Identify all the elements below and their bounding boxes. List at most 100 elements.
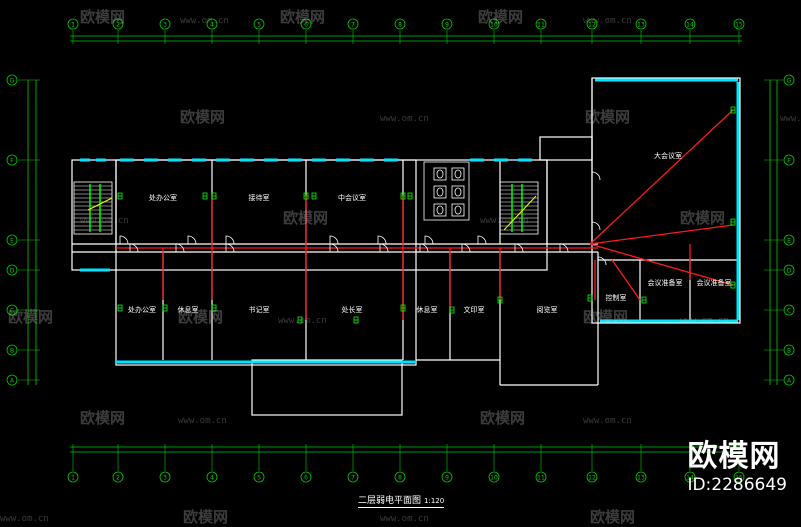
door-swing [424, 235, 434, 245]
data-outlet [353, 316, 359, 324]
room-office-1: 处办公室 [149, 193, 177, 202]
data-outlet [641, 296, 647, 304]
axis-bubble-bottom: 13 [635, 471, 647, 483]
axis-label: 8 [398, 475, 402, 482]
brand-badge: 欧模网 ID:2286649 [687, 440, 787, 496]
data-outlet [162, 304, 168, 312]
axis-label: 13 [637, 22, 645, 29]
door-swing [129, 243, 139, 253]
axis-label: 5 [257, 475, 261, 482]
doors [119, 171, 607, 266]
axis-bubble-side: A [6, 374, 18, 386]
data-outlet [730, 281, 736, 289]
axis-label: 14 [686, 22, 694, 29]
axis-label: A [10, 377, 15, 384]
axis-label: B [787, 347, 791, 354]
stair-arrows [87, 184, 537, 232]
door-swing [187, 235, 197, 245]
axis-label: 11 [537, 22, 545, 29]
plan-title-text: 二层弱电平面图 [358, 496, 422, 506]
door-swing [175, 243, 185, 253]
toilet-bowl [436, 187, 444, 197]
room-middle-meeting: 中会议室 [338, 193, 366, 202]
axis-bubble-side: A [783, 374, 795, 386]
axis-bubble-top: 1 [67, 18, 79, 30]
stair-treads [74, 185, 538, 231]
axis-bubble-bottom: 9 [441, 471, 453, 483]
door-swing [597, 256, 607, 266]
room-secretary: 书记室 [249, 305, 270, 314]
axis-label: 12 [588, 22, 596, 29]
axis-bubble-top: 11 [535, 18, 547, 30]
door-swing [329, 235, 339, 245]
axis-label: 3 [163, 475, 167, 482]
axis-bubble-bottom: 2 [112, 471, 124, 483]
axis-label: A [787, 377, 792, 384]
toilet-stall [451, 203, 465, 217]
axis-bubble-top: 13 [635, 18, 647, 30]
axis-bubble-top: 14 [684, 18, 696, 30]
axis-label: F [787, 157, 791, 164]
axis-label: 7 [351, 475, 355, 482]
axis-label: 15 [735, 22, 743, 29]
data-outlet [303, 192, 309, 200]
room-meeting-1: 会议准备室 [648, 278, 683, 287]
axis-bubble-bottom: 3 [159, 471, 171, 483]
axis-bubble-top: 8 [394, 18, 406, 30]
axis-bubble-side: G [6, 74, 18, 86]
axis-label: C [10, 307, 14, 314]
axis-bubble-side: E [6, 234, 18, 246]
toilet-stall [451, 167, 465, 181]
room-archive: 文印室 [464, 305, 485, 314]
axis-label: E [787, 237, 791, 244]
door-swing [591, 221, 601, 231]
plan-scale: 1:120 [424, 497, 445, 505]
axis-bubble-bottom: 7 [347, 471, 359, 483]
axis-label: 1 [71, 475, 75, 482]
axis-label: 3 [163, 22, 167, 29]
toilet-bowl [454, 187, 462, 197]
axis-label: 2 [116, 475, 120, 482]
room-labels: 大会议室 处办公室 接待室 中会议室 处办公室 休息室 书记室 处长室 休息室 … [128, 151, 732, 314]
brand-name: 欧模网 [687, 439, 781, 474]
building-walls [71, 77, 741, 416]
data-outlet [211, 192, 217, 200]
axis-label: 4 [210, 475, 214, 482]
axis-bubble-bottom: 14 [684, 471, 696, 483]
axis-label: 11 [537, 475, 545, 482]
data-outlet [117, 192, 123, 200]
axis-label: 7 [351, 22, 355, 29]
toilet-bowl [454, 205, 462, 215]
room-meeting-2: 会议准备室 [697, 278, 732, 287]
toilet-stall [433, 203, 447, 217]
room-rest-1: 休息室 [178, 305, 199, 314]
data-outlet [211, 304, 217, 312]
axis-bubble-top: 3 [159, 18, 171, 30]
axis-bubble-top: 7 [347, 18, 359, 30]
room-director: 处长室 [342, 305, 363, 314]
door-swing [419, 243, 429, 253]
toilet-block [423, 161, 470, 221]
axis-label: G [787, 77, 792, 84]
axis-bubble-top: 12 [586, 18, 598, 30]
room-office-2: 处办公室 [128, 305, 156, 314]
axis-bubble-top: 4 [206, 18, 218, 30]
door-swing [379, 243, 389, 253]
data-outlet [311, 192, 317, 200]
axis-bubble-top: 5 [253, 18, 265, 30]
axis-bubble-bottom: 4 [206, 471, 218, 483]
data-outlet [407, 192, 413, 200]
data-outlet [497, 296, 503, 304]
door-swing [461, 243, 471, 253]
windows [80, 78, 740, 364]
data-outlet [400, 192, 406, 200]
axis-bubble-side: D [783, 264, 795, 276]
toilet-stall [451, 185, 465, 199]
axis-bubble-top: 10 [488, 18, 500, 30]
toilet-stall [433, 185, 447, 199]
data-outlets [117, 106, 736, 324]
data-outlet [117, 304, 123, 312]
axis-label: 5 [257, 22, 261, 29]
data-outlet [730, 106, 736, 114]
